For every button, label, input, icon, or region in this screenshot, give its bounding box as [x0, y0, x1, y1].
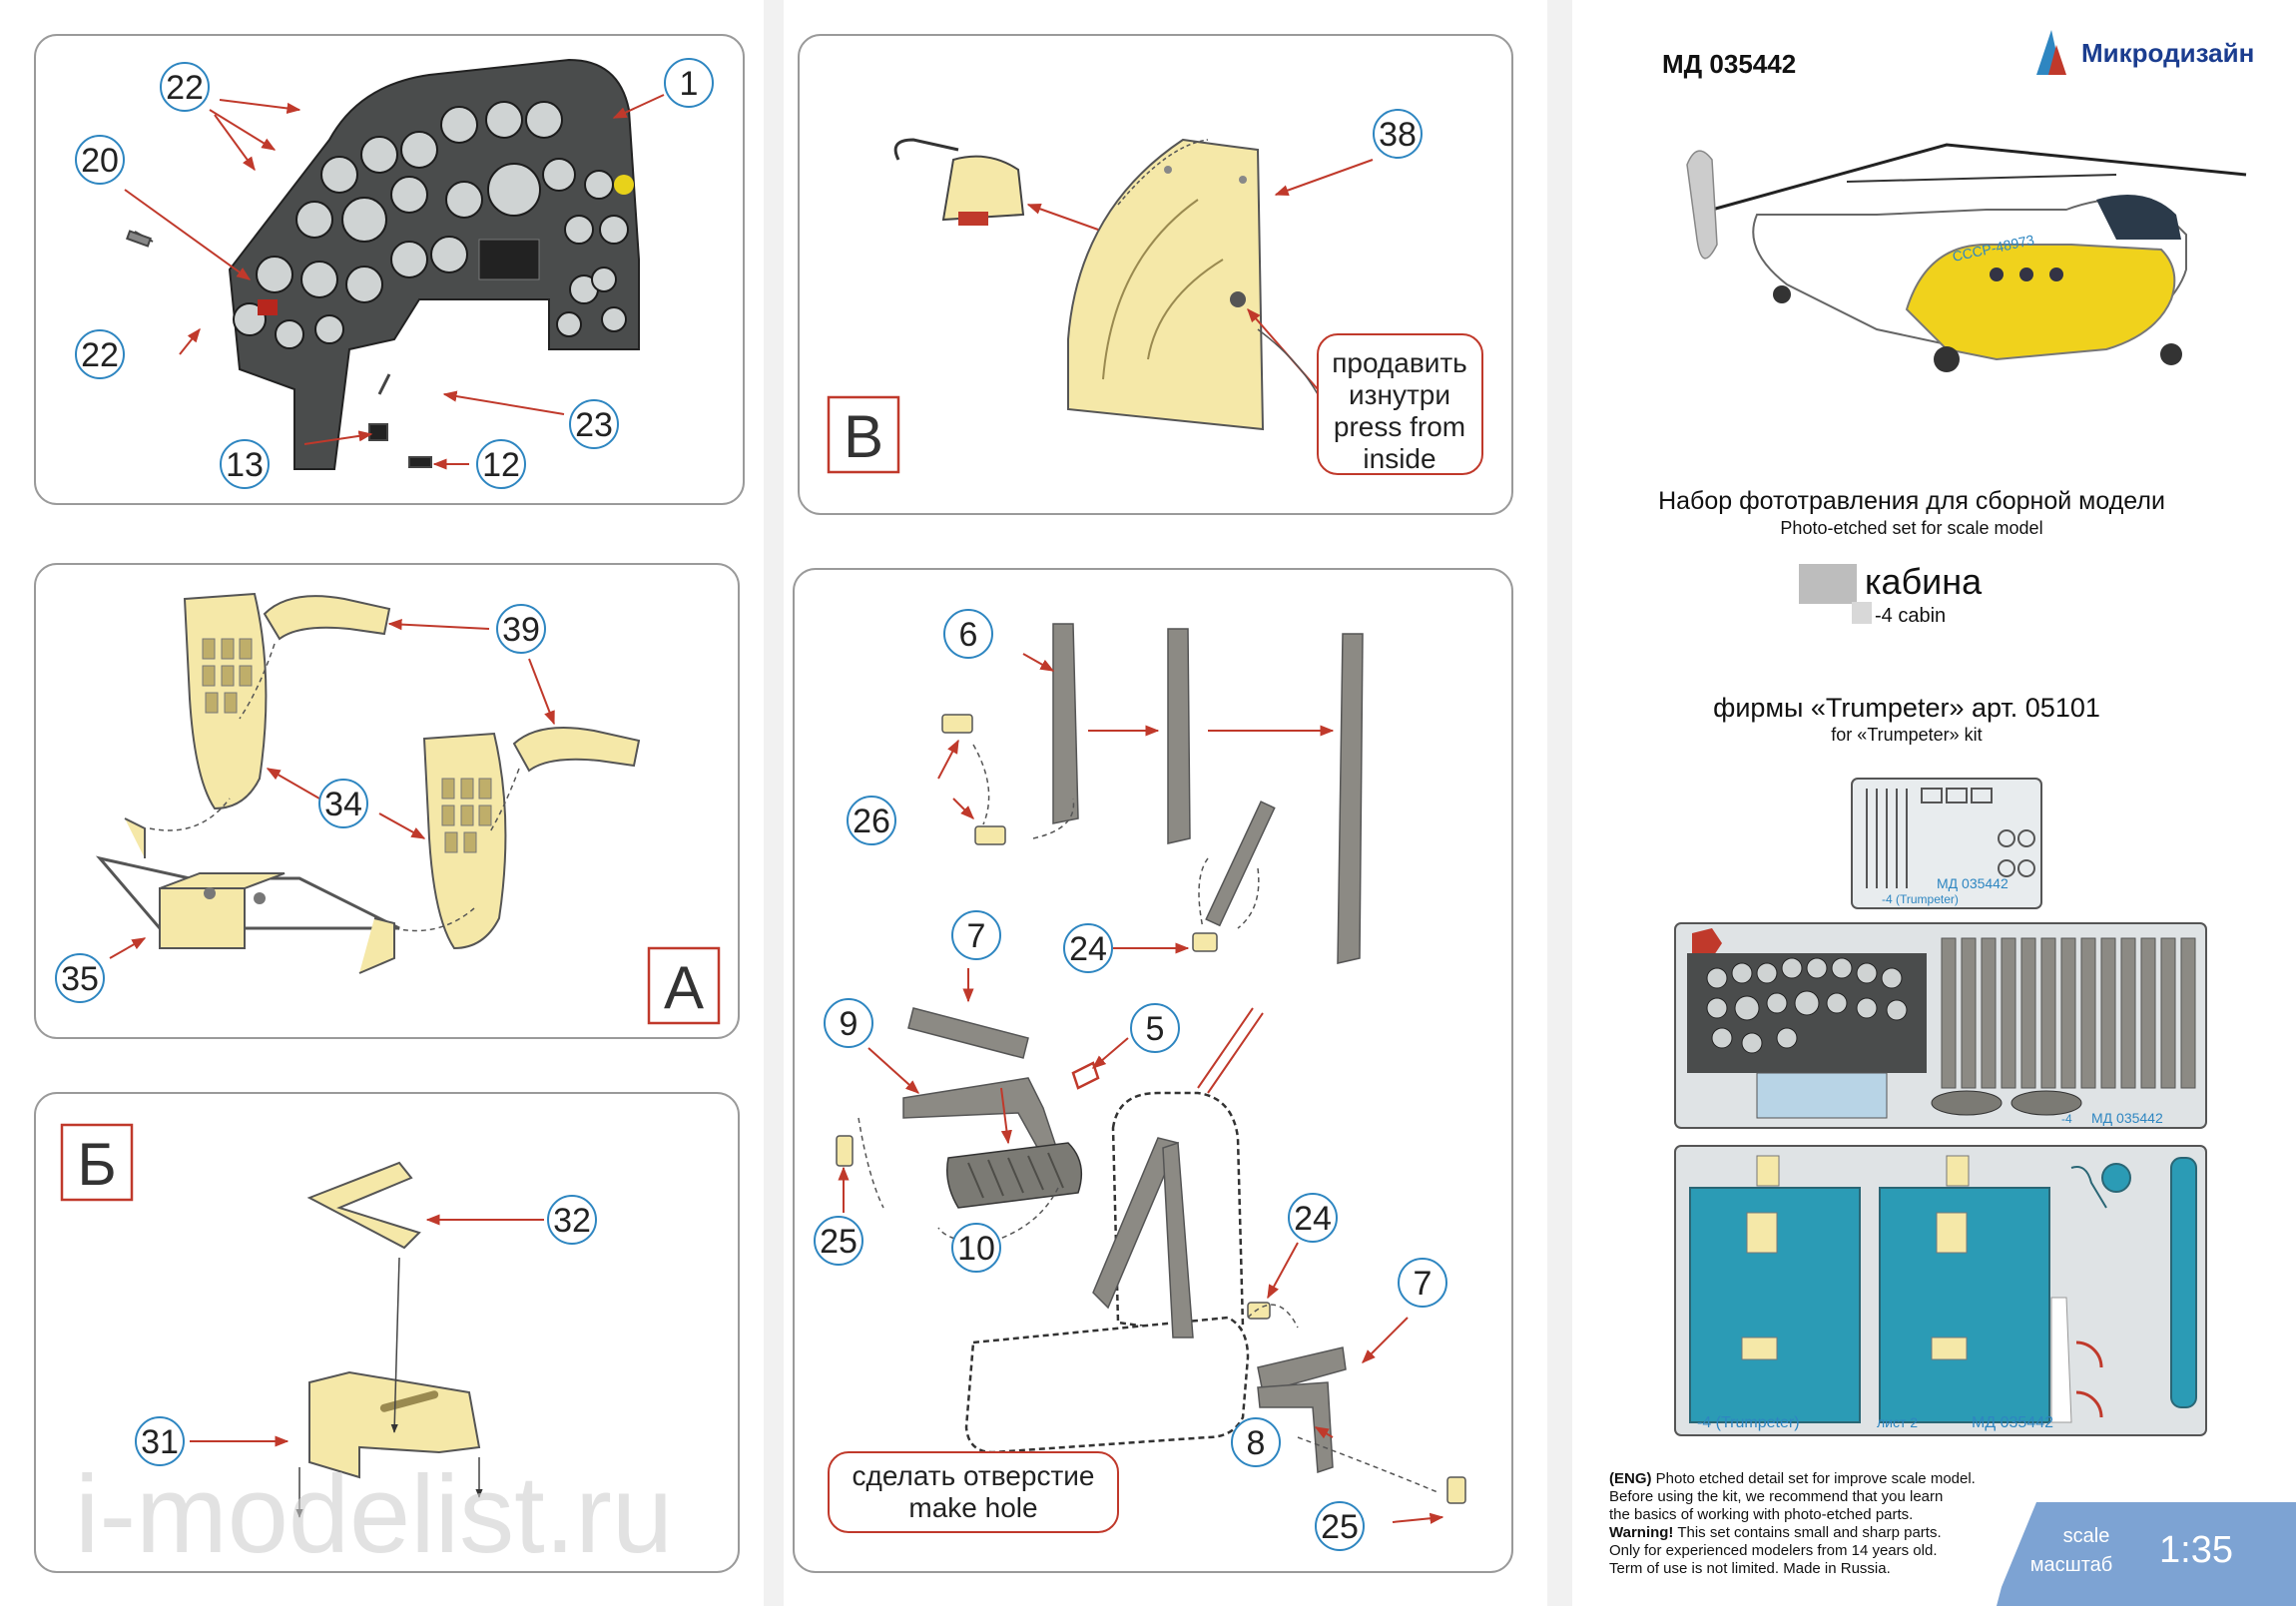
fret2-code: МД 035442: [2091, 1110, 2163, 1126]
callout-circles-belts: 6 26 24 7 5 9 25 10 24 7 8 25: [814, 609, 1447, 1551]
fret2-label: -4: [2061, 1112, 2072, 1126]
callout-5: 5: [1146, 1010, 1165, 1048]
bracket-32-part: [306, 1161, 421, 1250]
seat-pad-10: [946, 1142, 1083, 1209]
footer-line-4: This set contains small and sharp parts.: [1677, 1524, 1941, 1541]
footer-warning-label: Warning!: [1609, 1524, 1673, 1541]
fret3-label: -4 (Trumpeter): [1697, 1414, 1800, 1431]
callout-24-top: 24: [1069, 930, 1107, 968]
control-handle-part: [893, 138, 1025, 226]
fret-1: МД 035442 -4 (Trumpeter): [1851, 778, 2042, 909]
step-letter-box-a: [647, 946, 721, 1025]
callout-20: 20: [81, 142, 119, 180]
footer-eng-label: (ENG): [1609, 1470, 1652, 1487]
pilot-seat: [964, 1091, 1250, 1454]
pedal-plate-left: [183, 592, 268, 810]
callout-12: 12: [482, 446, 520, 484]
title-en: Photo-etched set for scale model: [1780, 518, 2042, 538]
redacted-block: [1799, 564, 1857, 604]
belts-panel: 6 26 24 7 5 9 25 10 24 7 8 25 сделать от…: [793, 568, 1513, 1573]
footer-line-3: the basics of working with photo-etched …: [1609, 1506, 1913, 1523]
title-ru: Набор фототравления для сборной модели: [1658, 487, 2165, 515]
step-letter-a: А: [664, 954, 704, 1021]
brand-logo: Микродизайн: [2036, 30, 2254, 75]
base-frame-35: [95, 817, 400, 974]
product-en: -4 cabin: [1875, 605, 1946, 627]
callout-31: 31: [141, 1423, 179, 1461]
step-letter-box-v: [827, 395, 900, 474]
callout-6: 6: [959, 616, 978, 654]
hole-note-ru: сделать отверстие: [853, 1460, 1095, 1491]
hole-note-en: make hole: [908, 1492, 1037, 1523]
footer-line-6: Term of use is not limited. Made in Russ…: [1609, 1560, 1891, 1577]
callout-38: 38: [1379, 116, 1417, 154]
scale-label-ru: масштаб: [2030, 1554, 2112, 1576]
callout-22-top: 22: [166, 69, 204, 107]
press-note-ru-2: изнутри: [1349, 379, 1450, 410]
press-note-box: [1317, 333, 1483, 475]
buckle-fittings: [836, 714, 1466, 1504]
strap-39-parts: [263, 595, 641, 773]
scale-badge: scale масштаб 1:35: [1997, 1502, 2296, 1606]
svg-text:Warning! This set contains sma: Warning! This set contains small and sha…: [1609, 1524, 1942, 1541]
fret3-sheet: лист 2: [1877, 1414, 1918, 1430]
seat-back-part: [1067, 138, 1265, 431]
instrument-panel-part: [228, 58, 640, 470]
kit-ru: фирмы «Trumpeter» арт. 05101: [1713, 693, 2100, 723]
footer-notes: (ENG) Photo etched detail set for improv…: [1609, 1470, 1976, 1577]
callout-22-bottom: 22: [81, 336, 119, 374]
kit-en: for «Trumpeter» kit: [1831, 725, 1982, 745]
press-note-en-1: press from: [1334, 411, 1465, 442]
fret3-code: МД 035442: [1972, 1414, 2053, 1431]
callout-32: 32: [553, 1202, 591, 1240]
dashboard-panel: 1 22 20 22 23 13 12: [34, 34, 745, 505]
callout-26: 26: [853, 803, 890, 840]
watermark-text: i-modelist.ru: [75, 1453, 673, 1576]
footer-line-1: Photo etched detail set for improve scal…: [1656, 1470, 1976, 1487]
fret1-code: МД 035442: [1937, 875, 2009, 891]
product-ru: кабина: [1865, 561, 1983, 602]
footer-line-5: Only for experienced modelers from 14 ye…: [1609, 1542, 1937, 1559]
right-column: МД 035442 Микродизайн СССР-48973 Набор ф…: [1609, 30, 2296, 1606]
step-letter-box-b: [60, 1123, 134, 1202]
helicopter-photo: СССР-48973: [1686, 143, 2247, 372]
product-code: МД 035442: [1662, 49, 1796, 79]
callout-8: 8: [1247, 1424, 1266, 1462]
pedals-panel: 39 34 35 А: [34, 563, 740, 1039]
callout-1: 1: [680, 65, 699, 103]
callout-35: 35: [61, 960, 99, 998]
callout-25-left: 25: [820, 1223, 858, 1261]
brand-name: Микродизайн: [2081, 38, 2254, 68]
redacted-block-small: [1852, 602, 1872, 624]
belt-strips: [902, 623, 1364, 1474]
scale-label-en: scale: [2063, 1525, 2110, 1547]
scale-value: 1:35: [2159, 1529, 2233, 1571]
callout-7-bottom: 7: [1414, 1265, 1433, 1303]
fret-3: -4 (Trumpeter) лист 2 МД 035442: [1674, 1145, 2207, 1436]
press-note-ru-1: продавить: [1332, 347, 1467, 378]
callout-24-bottom: 24: [1294, 1200, 1332, 1238]
press-note-en-2: inside: [1363, 443, 1435, 474]
callout-39: 39: [502, 611, 540, 649]
callout-25-right: 25: [1321, 1508, 1359, 1546]
step-letter-v: В: [844, 403, 883, 470]
callout-34: 34: [324, 786, 362, 823]
seat-back-panel: 38 В продавить изнутри press from inside: [798, 34, 1513, 515]
footer-line-2: Before using the kit, we recommend that …: [1609, 1488, 1943, 1505]
callout-13: 13: [226, 446, 264, 484]
callout-7-top: 7: [967, 917, 986, 955]
callout-circles-dashboard: 1 22 20 22 23 13 12: [75, 58, 714, 489]
callout-9: 9: [840, 1005, 859, 1043]
svg-text:(ENG) Photo etched detail set: (ENG) Photo etched detail set for improv…: [1609, 1470, 1976, 1487]
step-letter-b: Б: [77, 1131, 116, 1198]
callout-10: 10: [957, 1230, 995, 1268]
bracket-panel: Б 32 31: [34, 1092, 740, 1573]
callout-23: 23: [575, 406, 613, 444]
fret-2: МД 035442 -4: [1674, 922, 2207, 1129]
fret1-label: -4 (Trumpeter): [1882, 892, 1959, 906]
pedal-plate-right: [422, 732, 507, 950]
hole-note-box: [828, 1451, 1119, 1533]
